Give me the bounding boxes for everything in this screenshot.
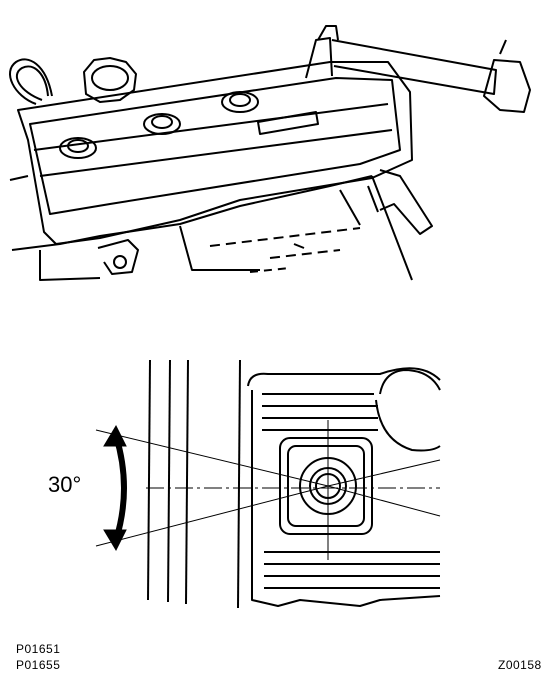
part-code: P01651 xyxy=(16,642,61,656)
cross-section-view xyxy=(95,359,441,609)
rotation-arrow-icon xyxy=(103,424,127,552)
angle-label: 30° xyxy=(48,472,82,497)
part-code: P01655 xyxy=(16,658,61,672)
figure-code: Z00158 xyxy=(498,658,542,672)
top-view-cylinder-head xyxy=(9,25,531,281)
